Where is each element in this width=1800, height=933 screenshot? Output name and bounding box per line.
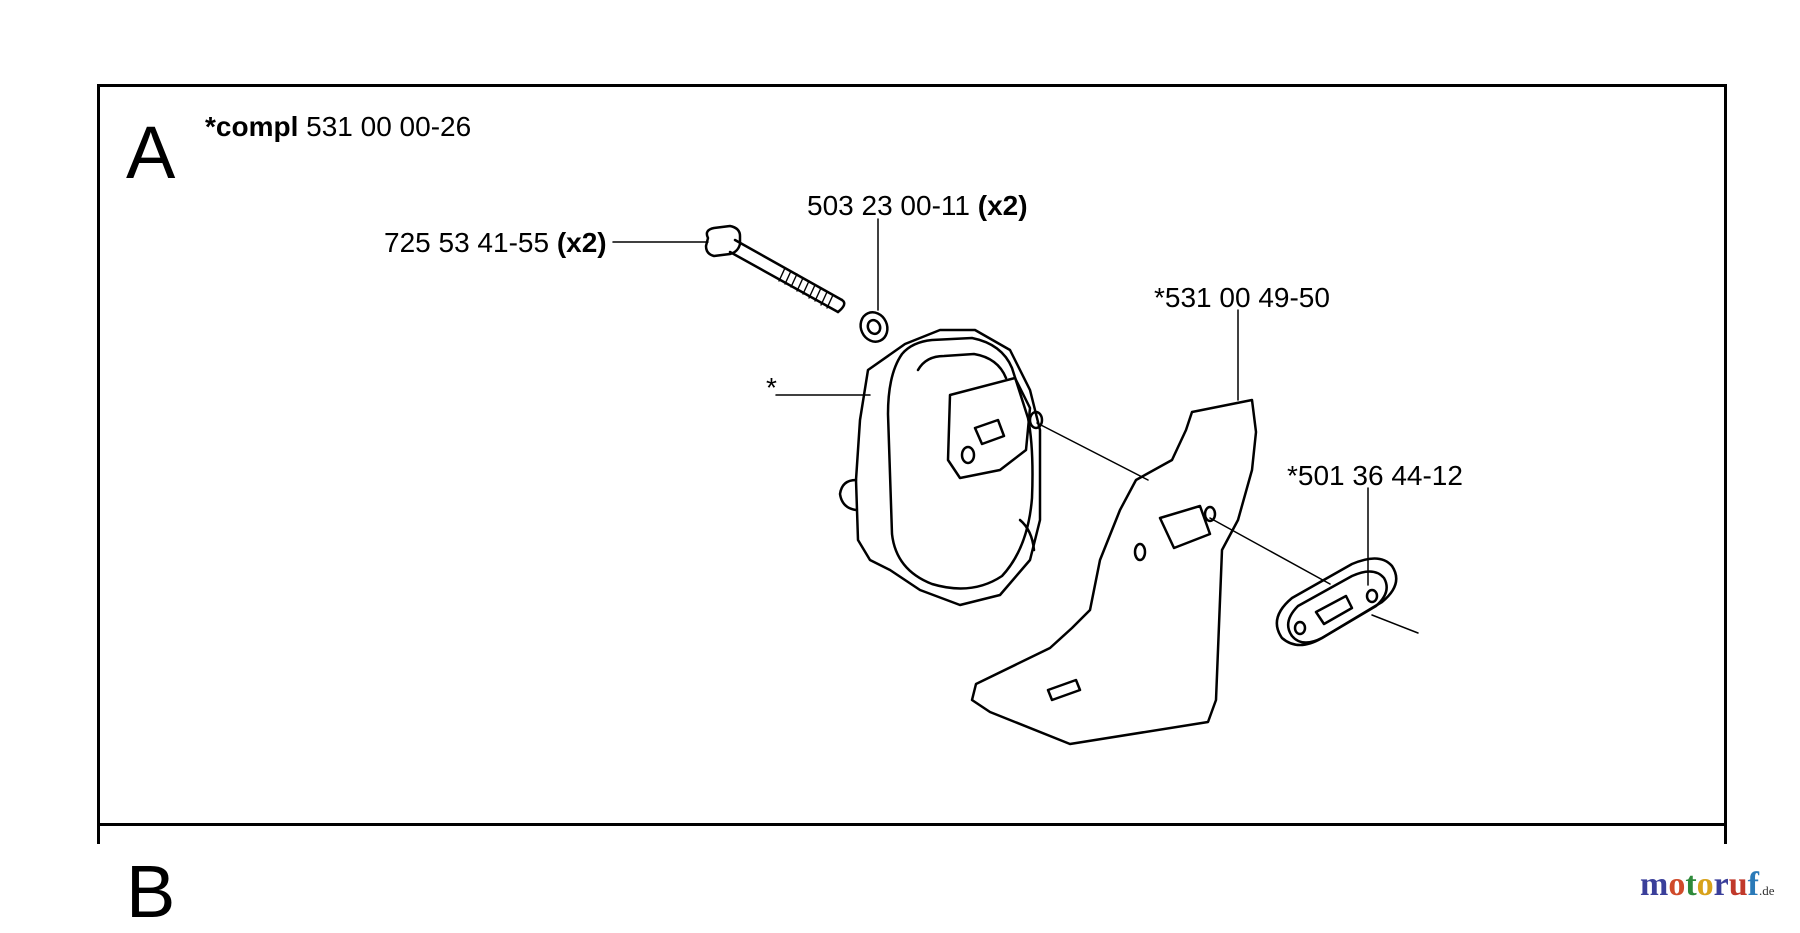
washer-label[interactable]: 503 23 00-11 (x2) (807, 192, 1028, 220)
logo-suffix: .de (1759, 883, 1775, 898)
bracket-label[interactable]: *531 00 49-50 (1154, 282, 1330, 313)
screw-label[interactable]: 725 53 41-55 (x2) (384, 229, 607, 257)
logo-letter: m (1640, 866, 1669, 903)
bracket-part[interactable] (970, 398, 1258, 746)
logo-letter: f (1747, 866, 1759, 903)
gasket-part[interactable] (1275, 557, 1398, 647)
exploded-parts-drawing (612, 218, 1419, 746)
leader-lines (612, 218, 1419, 634)
muffler-part[interactable] (838, 328, 1044, 607)
muffler-label[interactable]: * (766, 372, 777, 403)
assembly-header-prefix: *compl (205, 111, 299, 142)
assembly-header-number: 531 00 00-26 (306, 111, 472, 142)
motoruf-logo: motoruf.de (1640, 866, 1775, 904)
screw-shank (728, 238, 844, 314)
gasket-slot (1314, 594, 1354, 626)
muffler-bracket-axis (1036, 422, 1149, 481)
screw-part[interactable] (704, 224, 846, 314)
section-a-frame (97, 84, 1727, 844)
muffler-outlet-slot (973, 418, 1006, 446)
screw-part-number: 725 53 41-55 (384, 227, 550, 258)
logo-letters: motoruf (1640, 866, 1759, 903)
logo-letter: o (1696, 866, 1714, 903)
bracket-slot (1158, 504, 1212, 550)
assembly-header: *compl 531 00 00-26 (205, 113, 471, 141)
washer-part-number: 503 23 00-11 (807, 190, 970, 221)
screw-thread (778, 267, 834, 309)
section-a-letter: A (126, 111, 176, 194)
screw-qty: (x2) (556, 227, 607, 258)
gasket-label[interactable]: *501 36 44-12 (1287, 460, 1463, 491)
washer-qty: (x2) (977, 190, 1028, 221)
muffler-outlet-plate (946, 376, 1032, 480)
logo-letter: r (1713, 866, 1729, 903)
washer-part[interactable] (856, 308, 892, 346)
section-divider (97, 823, 1727, 826)
bracket-foot-slot (1046, 678, 1082, 702)
bracket-gasket-axis (1209, 517, 1331, 585)
logo-letter: t (1685, 866, 1697, 903)
gasket-axis-end (1371, 614, 1419, 634)
muffler-inlet-stub (838, 478, 858, 512)
logo-letter: u (1728, 866, 1748, 903)
logo-letter: o (1668, 866, 1686, 903)
